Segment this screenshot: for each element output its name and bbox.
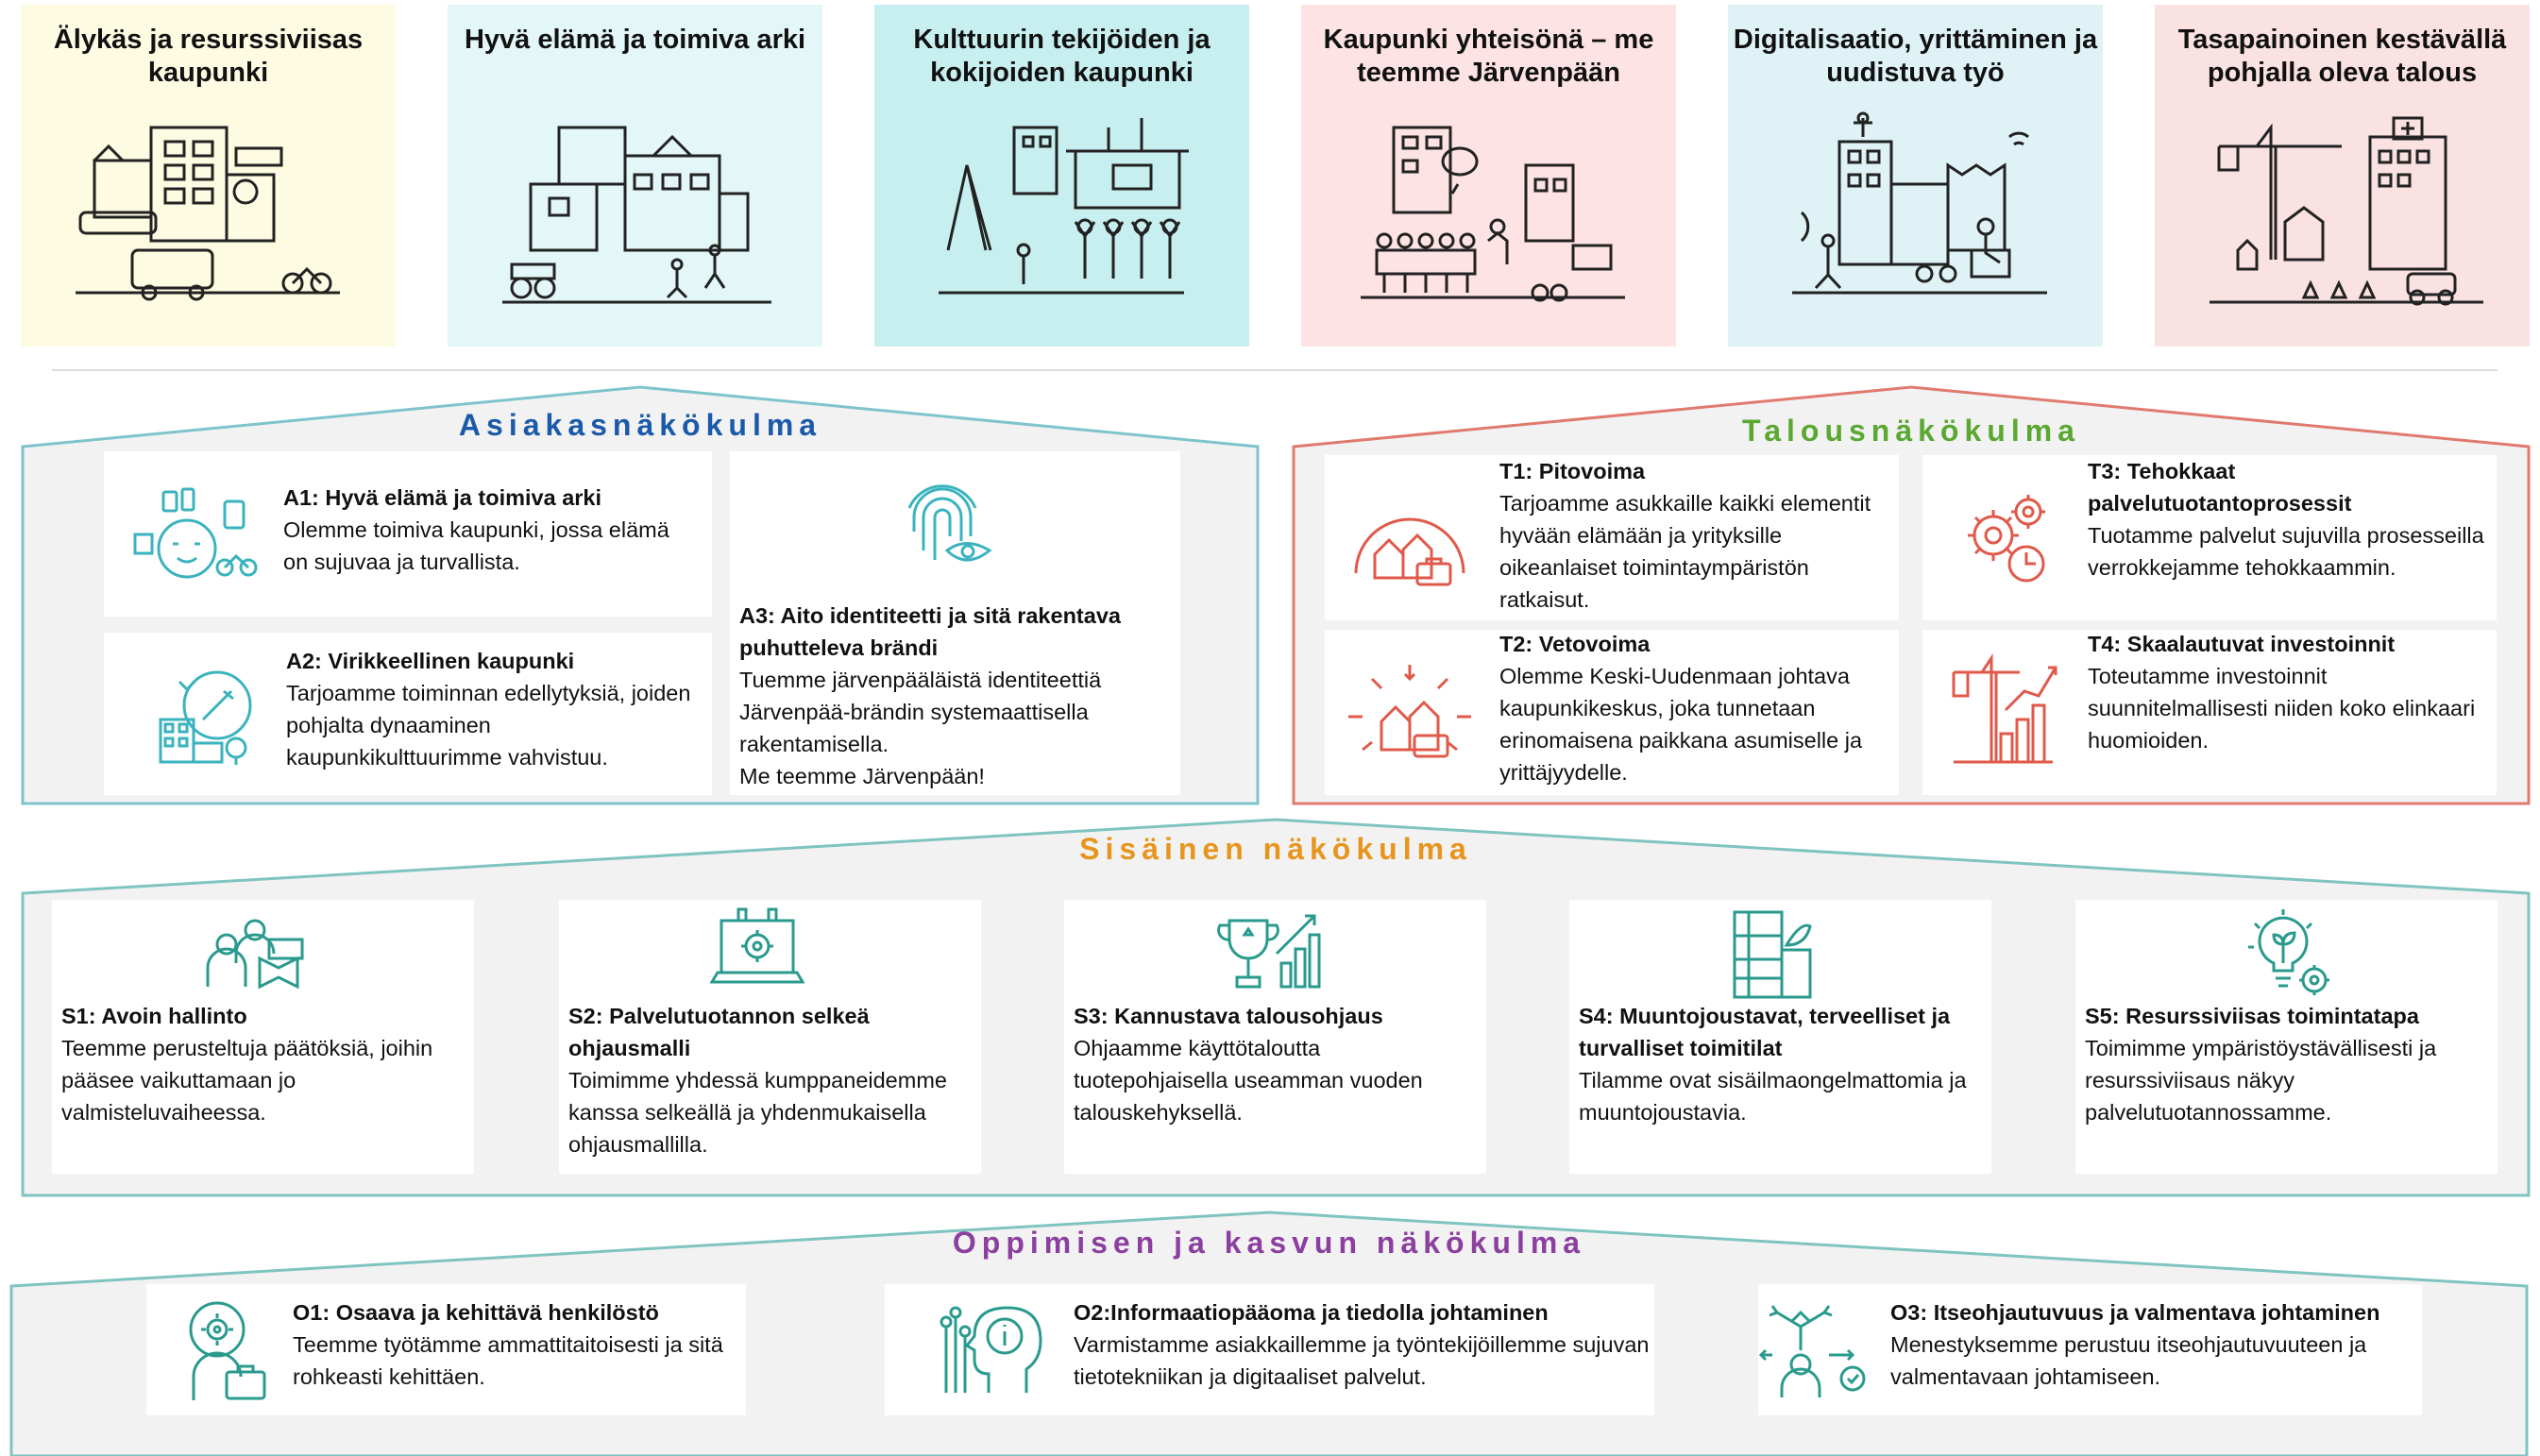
objective-card-s2: S2: Palvelutuotannon selkeä ohjausmalli … [559,900,981,1174]
goal-title: Älykäs ja resurssiviisas kaupunki [53,25,364,88]
objective-description: Olemme Keski-Uudenmaan johtava kaupunkik… [1499,664,1863,785]
goal-card: Kulttuurin tekijöiden ja kokijoiden kaup… [874,5,1249,347]
gears-clock-icon [1968,495,2045,583]
objective-title: A2: Virikkeellinen kaupunki [286,649,575,673]
objective-description: Tuotamme palvelut sujuvilla prosesseilla… [2088,523,2484,580]
retention-icon [1354,517,1465,586]
daily-life-icon [502,126,771,304]
goal-card: Digitalisaatio, yrittäminen ja uudistuva… [1728,5,2103,347]
crane-chart-icon [1952,653,2057,764]
learning-perspective-title: Oppimisen ja kasvun näkökulma [952,1226,1586,1260]
objective-card-a2: A2: Virikkeellinen kaupunki Tarjoamme to… [104,633,712,795]
objective-title: A1: Hyvä elämä ja toimiva arki [283,485,602,510]
objective-card-t2: T2: Vetovoima Olemme Keski-Uudenmaan joh… [1325,630,1899,795]
objective-card-a1: A1: Hyvä elämä ja toimiva arki Olemme to… [104,451,712,617]
objective-title: O1: Osaava ja kehittävä henkilöstö [293,1300,659,1325]
objective-title: T2: Vetovoima [1499,632,1651,656]
goal-title: Hyvä elämä ja toimiva arki [464,25,806,55]
lightbulb-gear-icon [2248,909,2329,995]
objective-description: Toimimme yhdessä kumppaneidemme kanssa s… [568,1068,947,1157]
objective-description: Tarjoamme asukkaille kaikki elementit hy… [1499,491,1871,612]
economy-icon [2210,116,2483,306]
objective-card-s5: S5: Resurssiviisas toimintatapa Toimimme… [2075,900,2498,1174]
smart-city-icon [76,126,340,301]
objective-description: Menestyksemme perustuu itseohjautuvuutee… [1890,1332,2367,1389]
customer-perspective-title: Asiakasnäkökulma [458,408,822,442]
goal-title: Tasapainoinen kestävällä pohjalla oleva … [2177,25,2507,88]
objective-description: Toteutamme investoinnit suunnitelmallise… [2088,664,2476,753]
goal-title: Digitalisaatio, yrittäminen ja uudistuva… [1733,25,2098,88]
objective-card-t4: T4: Skaalautuvat investoinnit Toteutamme… [1922,630,2497,795]
internal-perspective-title: Sisäinen näkökulma [1079,832,1472,866]
divider [52,369,2498,371]
open-governance-icon [206,919,304,990]
objective-description: Tarjoamme toiminnan edellytyksiä, joiden… [286,681,691,770]
objective-title: A3: Aito identiteetti ja sitä rakentava … [739,603,1121,660]
goal-card: Tasapainoinen kestävällä pohjalla oleva … [2155,5,2530,347]
objective-card-t3: T3: Tehokkaat palvelutuotantoprosessit T… [1922,455,2497,620]
objective-card-t1: T1: Pitovoima Tarjoamme asukkaille kaikk… [1325,455,1899,620]
objective-title: T3: Tehokkaat palvelutuotantoprosessit [2088,459,2352,516]
objective-card-o1: O1: Osaava ja kehittävä henkilöstö Teemm… [146,1284,746,1415]
good-life-icon [133,487,258,579]
laptop-gear-icon [710,907,804,984]
objective-title: O3: Itseohjautuvuus ja valmentava johtam… [1890,1300,2380,1325]
goal-card: Hyvä elämä ja toimiva arki [448,5,822,347]
objective-card-s1: S1: Avoin hallinto Teemme perusteltuja p… [52,900,474,1174]
digital-work-icon [1792,111,2047,295]
goal-title: Kaupunki yhteisönä – me teemme Järvenpää… [1323,25,1654,88]
objective-description: Toimimme ympäristöystävällisesti ja resu… [2085,1036,2437,1125]
culture-icon [939,118,1189,295]
goal-title: Kulttuurin tekijöiden ja kokijoiden kaup… [913,25,1211,88]
objective-card-s4: S4: Muuntojoustavat, terveelliset ja tur… [1569,900,1991,1174]
objective-title: S2: Palvelutuotannon selkeä ohjausmalli [568,1004,870,1060]
objective-description: Olemme toimiva kaupunki, jossa elämä on … [283,517,669,574]
objective-card-s3: S3: Kannustava talousohjaus Ohjaamme käy… [1064,900,1486,1174]
objective-title: O2:Informaatiopääoma ja tiedolla johtami… [1074,1300,1549,1325]
objective-title: S5: Resurssiviisas toimintatapa [2085,1004,2419,1028]
skilled-staff-icon [189,1301,266,1400]
goal-card: Kaupunki yhteisönä – me teemme Järvenpää… [1301,5,1676,347]
objective-title: T4: Skaalautuvat investoinnit [2088,632,2396,656]
objective-title: S4: Muuntojoustavat, terveelliset ja tur… [1579,1004,1951,1060]
objective-description: Teemme työtämme ammattitaitoisesti ja si… [293,1332,723,1389]
objective-description: Tuemme järvenpääläistä identiteettiä Jär… [739,668,1102,756]
objective-title: T1: Pitovoima [1499,459,1646,483]
objective-description: Tilamme ovat sisäilmaongelmattomia ja mu… [1579,1068,1967,1125]
trophy-chart-icon [1217,914,1321,989]
building-leaf-icon [1733,910,1812,999]
head-info-icon [940,1306,1042,1393]
fingerprint-icon [907,484,992,562]
self-direction-icon [1758,1305,1866,1397]
inspiring-city-icon [159,670,252,765]
objective-card-o2: O2:Informaatiopääoma ja tiedolla johtami… [885,1284,1654,1415]
community-icon [1361,126,1625,302]
objective-slogan: Me teemme Järvenpään! [739,764,985,788]
attraction-icon [1348,665,1471,758]
objective-description: Varmistamme asiakkaillemme ja työntekijö… [1074,1332,1650,1389]
objective-card-o3: O3: Itseohjautuvuus ja valmentava johtam… [1758,1284,2422,1415]
goal-card: Älykäs ja resurssiviisas kaupunki [21,5,396,347]
finance-perspective-title: Talousnäkökulma [1742,414,2080,448]
objective-title: S3: Kannustava talousohjaus [1074,1004,1383,1028]
objective-title: S1: Avoin hallinto [61,1004,247,1028]
objective-description: Ohjaamme käyttötaloutta tuotepohjaisella… [1074,1036,1423,1125]
objective-card-a3: A3: Aito identiteetti ja sitä rakentava … [730,451,1180,795]
objective-description: Teemme perusteltuja päätöksiä, joihin pä… [61,1036,433,1125]
